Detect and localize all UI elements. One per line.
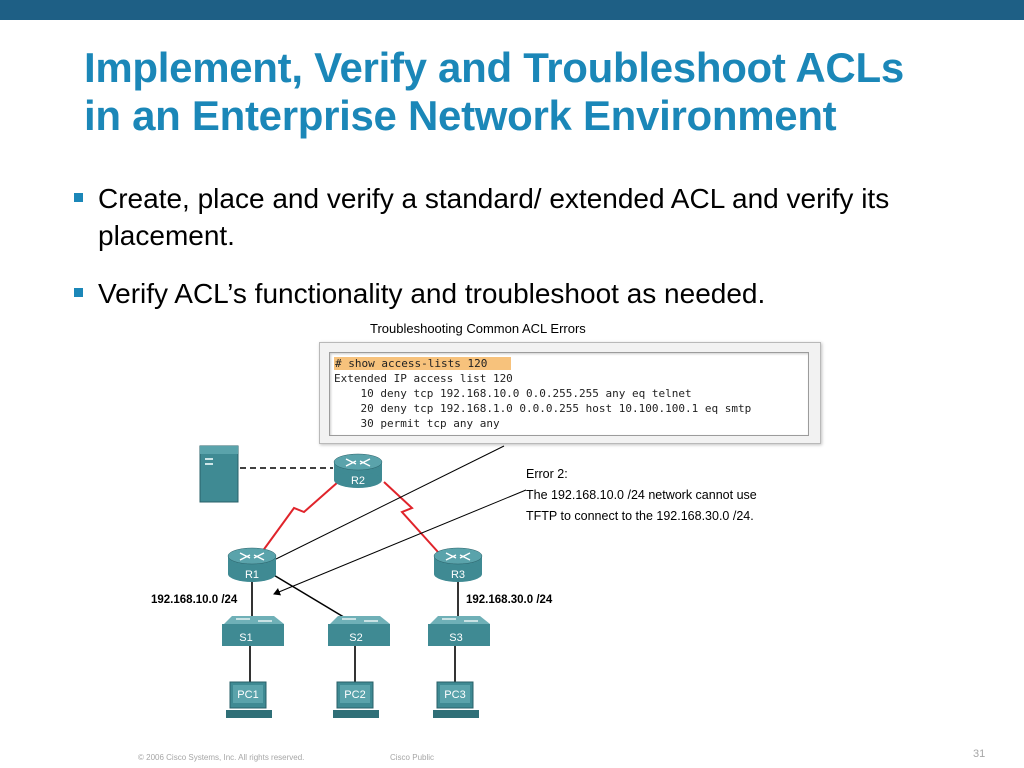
- pc-label: PC1: [237, 689, 258, 701]
- callout-arrow-line: [273, 489, 527, 596]
- cli-line: Extended IP access list 120: [334, 372, 513, 385]
- switch-label: S2: [349, 632, 362, 644]
- router-label: R3: [451, 569, 465, 581]
- slide-title-line-1: Implement, Verify and Troubleshoot ACLs: [84, 44, 904, 91]
- pc-icon: PC1: [226, 681, 272, 718]
- bullet-text: Verify ACL’s functionality and troublesh…: [98, 278, 766, 309]
- figure-title: Troubleshooting Common ACL Errors: [370, 321, 586, 336]
- router-icon: R3: [433, 547, 483, 582]
- pc-icon: PC3: [433, 681, 479, 718]
- square-bullet-icon: [74, 288, 83, 297]
- footer-copyright: © 2006 Cisco Systems, Inc. All rights re…: [138, 753, 305, 762]
- cli-line: 20 deny tcp 192.168.1.0 0.0.0.255 host 1…: [334, 402, 752, 415]
- slide-title: Implement, Verify and Troubleshoot ACLs …: [84, 44, 1014, 140]
- cli-command-line: # show access-lists 120: [334, 356, 804, 371]
- switch-icon: S1: [222, 616, 284, 646]
- network-label-right: 192.168.30.0 /24: [466, 594, 553, 606]
- footer-classification: Cisco Public: [390, 753, 435, 762]
- cli-line: 30 permit tcp any any: [334, 417, 500, 430]
- slide-title-line-2: in an Enterprise Network Environment: [84, 92, 837, 139]
- switch-icon: S2: [328, 616, 390, 646]
- server-icon: [199, 445, 239, 503]
- switch-icon: S3: [428, 616, 490, 646]
- ethernet-link-r1-s2: [271, 573, 353, 623]
- network-label-left: 192.168.10.0 /24: [151, 594, 238, 606]
- error-description-line: The 192.168.10.0 /24 network cannot use: [526, 488, 757, 502]
- error-description-line: TFTP to connect to the 192.168.30.0 /24.: [526, 509, 754, 523]
- pc-icon: PC2: [333, 681, 379, 718]
- pc-label: PC3: [444, 689, 465, 701]
- router-icon: R1: [227, 547, 277, 582]
- cli-command: # show access-lists 120: [334, 357, 512, 370]
- error-heading: Error 2:: [526, 467, 568, 481]
- error-callout: Error 2: The 192.168.10.0 /24 network ca…: [526, 464, 826, 527]
- router-label: R1: [245, 569, 259, 581]
- cli-line: 10 deny tcp 192.168.10.0 0.0.255.255 any…: [334, 387, 692, 400]
- serial-link-r2-r1: [261, 481, 339, 553]
- router-icon: R2: [333, 453, 383, 488]
- serial-link-r2-r3: [383, 481, 439, 553]
- switch-label: S1: [239, 632, 252, 644]
- callout-pointer-line: [273, 445, 505, 561]
- top-banner: [0, 0, 1024, 20]
- square-bullet-icon: [74, 193, 83, 202]
- pc-label: PC2: [344, 689, 365, 701]
- switch-label: S3: [449, 632, 462, 644]
- bullet-item: Verify ACL’s functionality and troublesh…: [74, 275, 974, 312]
- bullet-text: Create, place and verify a standard/ ext…: [98, 183, 890, 251]
- bullet-item: Create, place and verify a standard/ ext…: [74, 180, 974, 254]
- page-number: 31: [973, 748, 986, 760]
- router-label: R2: [351, 475, 365, 487]
- bullet-list: Create, place and verify a standard/ ext…: [74, 180, 974, 333]
